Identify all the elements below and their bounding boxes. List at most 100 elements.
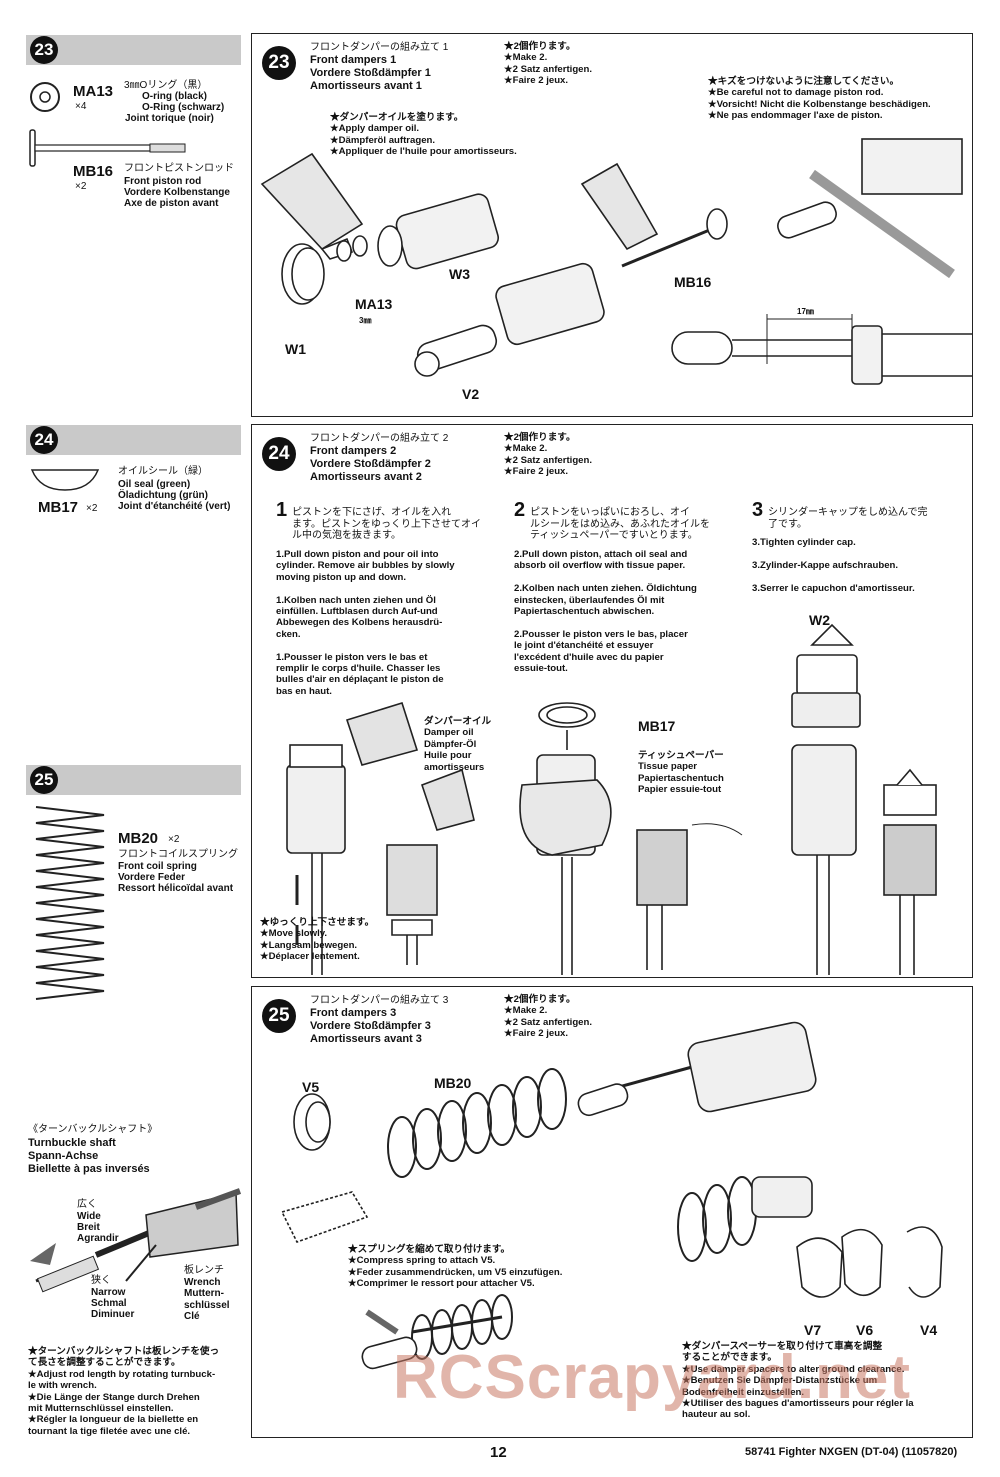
turnbuckle-jp: 《ターンバックルシャフト》 — [28, 1124, 158, 1135]
mb16-de: Vordere Kolbenstange — [124, 187, 230, 198]
turnbuckle-wrench-illustration — [30, 1188, 242, 1293]
substep-2-jp: ピストンをいっぱいにおろし、オイ ルシールをはめ込み、あふれたオイルを ティッシ… — [530, 507, 710, 541]
sidebar-header-25: 25 — [26, 765, 241, 795]
make-note: ★2個作ります。 ★Make 2. ★2 Satz anfertigen. ★F… — [504, 994, 593, 1040]
label-v6: V6 — [856, 1322, 874, 1338]
wide-en: Wide — [77, 1211, 101, 1222]
label-mb16: MB16 — [674, 274, 712, 290]
narrow-de: Schmal — [91, 1298, 127, 1309]
tissue-label: ティッシュペーパー Tissue paper Papiertaschentuch… — [638, 750, 724, 796]
mb20-de: Vordere Feder — [118, 872, 186, 883]
wrench-fr: Clé — [184, 1311, 200, 1322]
sidebar-header-23: 23 — [26, 35, 241, 65]
watermark: RCScrapyard.net — [393, 1343, 912, 1412]
mb20-fr: Ressort hélicoïdal avant — [118, 883, 234, 894]
step-number-badge: 24 — [30, 426, 58, 454]
mb20-code: MB20 — [118, 830, 159, 847]
page-number: 12 — [490, 1444, 507, 1461]
step-25-panel: 25 フロントダンパーの組み立て 3 Front dampers 3 Vorde… — [251, 986, 973, 1438]
ma13-qty: ×4 — [75, 101, 87, 112]
label-w2: W2 — [809, 612, 830, 628]
step-title-en: Front dampers 1 — [310, 54, 397, 66]
mb20-jp: フロントコイルスプリング — [118, 849, 238, 860]
mb16-en: Front piston rod — [124, 176, 202, 187]
damper-oil-label: ダンパーオイル Damper oil Dämpfer-Öl Huile pour… — [424, 716, 492, 773]
step-number-badge: 23 — [30, 36, 58, 64]
step-title-de: Vordere Stoßdämpfer 1 — [310, 67, 431, 79]
label-3mm: 3㎜ — [359, 316, 372, 325]
sidebar-header-24: 24 — [26, 425, 241, 455]
coil-spring-icon — [35, 806, 105, 1000]
label-17mm: 17㎜ — [797, 307, 814, 316]
wide-fr: Agrandir — [77, 1233, 119, 1244]
narrow-fr: Diminuer — [91, 1309, 135, 1320]
label-w1: W1 — [285, 341, 306, 357]
mb17-qty: ×2 — [86, 503, 98, 514]
substep-1-jp: ピストンを下にさげ、オイルを入れ ます。ピストンをゆっくり上下させてオイ ル中の… — [292, 507, 481, 541]
mb17-de: Öladichtung (grün) — [118, 490, 208, 501]
o-ring-icon — [30, 82, 60, 112]
mb17-jp: オイルシール（緑） — [118, 466, 208, 477]
step-title-de: Vordere Stoßdämpfer 3 — [310, 1020, 431, 1032]
turnbuckle-note: ★ターンバックルシャフトは板レンチを使っ て長さを調整することができます。 ★A… — [28, 1346, 220, 1437]
step-25-illustration — [280, 1021, 943, 1370]
step-title-jp: フロントダンパーの組み立て 2 — [310, 433, 449, 444]
step-title-jp: フロントダンパーの組み立て 1 — [310, 42, 449, 53]
oil-note: ★ダンパーオイルを塗ります。 ★Apply damper oil. ★Dämpf… — [330, 112, 517, 158]
step-number-badge: 25 — [30, 766, 58, 794]
wide-de: Breit — [77, 1222, 100, 1233]
turnbuckle-de: Spann-Achse — [28, 1150, 99, 1162]
turnbuckle-en: Turnbuckle shaft — [28, 1137, 116, 1149]
make-note: ★2個作ります。 ★Make 2. ★2 Satz anfertigen. ★F… — [504, 41, 593, 87]
substep-2-number: 2 — [514, 499, 526, 521]
mb17-code: MB17 — [38, 499, 79, 516]
label-w3: W3 — [449, 266, 470, 282]
oil-seal-icon — [30, 469, 100, 491]
substep-3-text: 3.Tighten cylinder cap. 3.Zylinder-Kappe… — [752, 537, 915, 594]
wrench-jp: 板レンチ — [184, 1265, 224, 1276]
slow-note: ★ゆっくり上下させます。 ★Move slowly. ★Langsam bewe… — [260, 917, 375, 963]
wrench-en: Wrench — [184, 1277, 221, 1288]
ma13-code: MA13 — [73, 83, 114, 100]
ma13-en: O-ring (black) — [142, 91, 208, 102]
step-title-en: Front dampers 2 — [310, 445, 397, 457]
substep-1-number: 1 — [276, 499, 288, 521]
label-mb20: MB20 — [434, 1075, 472, 1091]
step-23-panel: 23 フロントダンパーの組み立て 1 Front dampers 1 Vorde… — [251, 33, 973, 417]
careful-note: ★キズをつけないように注意してください。 ★Be careful not to … — [708, 76, 931, 122]
mb16-jp: フロントピストンロッド — [124, 163, 234, 174]
step-24-panel: 24 フロントダンパーの組み立て 2 Front dampers 2 Vorde… — [251, 424, 973, 978]
wide-jp: 広く — [77, 1199, 97, 1210]
label-v5: V5 — [302, 1079, 320, 1095]
step-number: 23 — [262, 46, 296, 80]
step-title-de: Vordere Stoßdämpfer 2 — [310, 458, 431, 470]
ma13-fr: Joint torique (noir) — [125, 113, 214, 124]
substep-2-text: 2.Pull down piston, attach oil seal and … — [514, 549, 697, 675]
compress-note: ★スプリングを縮めて取り付けます。 ★Compress spring to at… — [348, 1244, 563, 1290]
narrow-jp: 狭く — [91, 1275, 111, 1286]
substep-3-number: 3 — [752, 499, 764, 521]
substep-3-jp: シリンダーキャップをしめ込んで完 了です。 — [768, 507, 928, 530]
step-title-fr: Amortisseurs avant 3 — [310, 1033, 422, 1045]
mb17-fr: Joint d'étanchéité (vert) — [118, 501, 231, 512]
wrench-de: Muttern- schlüssel — [184, 1288, 230, 1311]
step-title-en: Front dampers 3 — [310, 1007, 397, 1019]
label-v2: V2 — [462, 386, 480, 402]
spacer-note: ★ダンパースペーサーを取り付けて車高を調整 することができます。 ★Use da… — [682, 1341, 914, 1421]
model-info: 58741 Fighter NXGEN (DT-04) (11057820) — [745, 1446, 958, 1458]
step-number: 24 — [262, 437, 296, 471]
mb17-en: Oil seal (green) — [118, 479, 191, 490]
piston-rod-icon — [29, 129, 186, 167]
ma13-de: O-Ring (schwarz) — [142, 102, 225, 113]
mb16-fr: Axe de piston avant — [124, 198, 219, 209]
step-title-jp: フロントダンパーの組み立て 3 — [310, 995, 449, 1006]
mb20-qty: ×2 — [168, 834, 180, 845]
mb16-code: MB16 — [73, 163, 114, 180]
label-v4: V4 — [920, 1322, 938, 1338]
turnbuckle-fr: Biellette à pas inversés — [28, 1163, 150, 1175]
mb16-qty: ×2 — [75, 181, 87, 192]
label-v7: V7 — [804, 1322, 822, 1338]
step-title-fr: Amortisseurs avant 1 — [310, 80, 422, 92]
mb20-en: Front coil spring — [118, 861, 197, 872]
narrow-en: Narrow — [91, 1287, 126, 1298]
